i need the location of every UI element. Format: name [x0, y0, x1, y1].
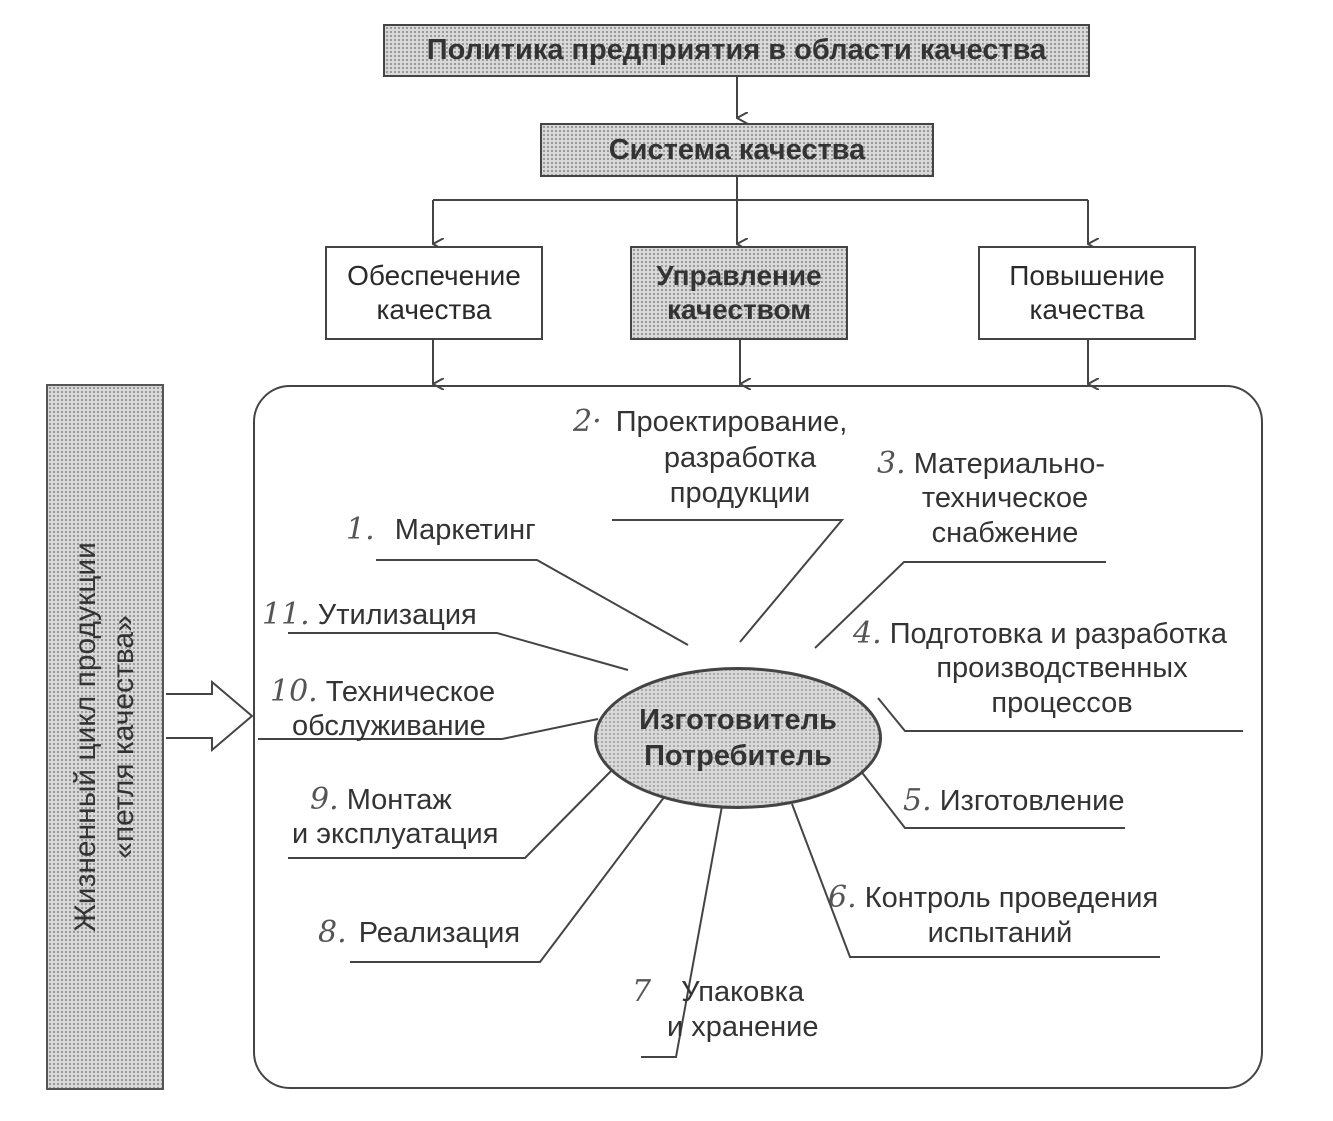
- stage-testing: 6. Контроль проведения: [828, 880, 1158, 916]
- stage-label: Маркетинг: [394, 514, 536, 546]
- stage-procurement: 3. Материально-: [877, 446, 1105, 482]
- stage-design-cont: разработка продукции: [640, 441, 840, 511]
- stage-label-line-2: производственных: [936, 652, 1188, 684]
- stage-process-preparation-cont: производственных процессов: [912, 651, 1212, 721]
- stage-number: 7: [632, 974, 652, 1009]
- stage-number: 1.: [346, 512, 375, 547]
- quality-policy-box: Политика предприятия в области качества: [383, 24, 1090, 77]
- stage-label-line-2: разработка: [663, 442, 817, 474]
- stage-sales: 8. Реализация: [318, 915, 520, 951]
- stage-label-line-1: Подготовка и разработка: [889, 618, 1227, 650]
- quality-management-line-2: качеством: [667, 294, 811, 325]
- stage-label-line-1: Материально-: [913, 448, 1106, 480]
- center-line-2: Потребитель: [644, 740, 832, 772]
- stage-number: 5.: [903, 783, 932, 818]
- quality-improvement-box: Повышение качества: [978, 246, 1196, 340]
- stage-number: 10.: [270, 674, 318, 709]
- product-lifecycle-line-1: Жизненный цикл продукции: [69, 542, 102, 932]
- stage-label-line-3: продукции: [669, 477, 811, 509]
- stage-manufacturing: 5. Изготовление: [903, 783, 1124, 819]
- stage-number: 4.: [853, 616, 882, 651]
- stage-installation: 9. Монтаж: [310, 782, 452, 818]
- product-lifecycle-label: Жизненный цикл продукции «петля качества…: [67, 542, 143, 932]
- stage-label-line-1: Контроль проведения: [864, 882, 1159, 914]
- stage-marketing: 1. Маркетинг: [346, 512, 536, 548]
- stage-number: 6.: [828, 880, 857, 915]
- stage-procurement-cont: техническое снабжение: [905, 481, 1105, 551]
- stage-label-line-1: Техническое: [325, 676, 496, 708]
- stage-label-line-2: и хранение: [667, 1011, 819, 1043]
- quality-assurance-line-1: Обеспечение: [347, 260, 521, 291]
- quality-system-label: Система качества: [608, 133, 866, 166]
- stage-packaging-cont: и хранение: [667, 1010, 819, 1045]
- stage-label: Утилизация: [317, 599, 477, 631]
- stage-process-preparation: 4. Подготовка и разработка: [853, 616, 1227, 652]
- stage-label-line-2: и эксплуатация: [292, 818, 499, 850]
- quality-policy-label: Политика предприятия в области качества: [426, 34, 1047, 66]
- product-lifecycle-box: Жизненный цикл продукции «петля качества…: [46, 384, 164, 1090]
- manufacturer-consumer-label: Изготовитель Потребитель: [596, 668, 880, 808]
- quality-management-line-1: Управление: [656, 260, 822, 291]
- stage-label: Реализация: [358, 917, 521, 949]
- quality-management-box: Управление качеством: [630, 246, 848, 340]
- stage-testing-cont: испытаний: [900, 916, 1100, 951]
- stage-label-line-3: снабжение: [931, 517, 1079, 549]
- quality-improvement-line-2: качества: [1029, 294, 1145, 325]
- product-lifecycle-line-2: «петля качества»: [107, 615, 140, 859]
- stage-disposal: 11. Утилизация: [262, 597, 477, 633]
- quality-assurance-box: Обеспечение качества: [325, 246, 543, 340]
- stage-label: Изготовление: [939, 785, 1125, 817]
- stage-label-line-2: обслуживание: [292, 710, 486, 742]
- stage-number: 2·: [573, 404, 602, 439]
- stage-label-line-1: Монтаж: [346, 784, 452, 816]
- center-line-1: Изготовитель: [639, 704, 837, 736]
- stage-design: 2· Проектирование,: [573, 404, 847, 440]
- quality-improvement-line-1: Повышение: [1009, 260, 1165, 291]
- stage-installation-cont: и эксплуатация: [292, 817, 498, 852]
- stage-label-line-2: техническое: [921, 482, 1089, 514]
- stage-label-line-2: испытаний: [927, 917, 1073, 949]
- stage-label-line-3: процессов: [991, 687, 1133, 719]
- stage-maintenance-cont: обслуживание: [292, 709, 486, 744]
- stage-label-line-1: Упаковка: [681, 976, 805, 1008]
- stage-number: 8.: [318, 915, 347, 950]
- stage-packaging: 7 Упаковка: [632, 974, 804, 1010]
- stage-number: 9.: [310, 782, 339, 817]
- stage-number: 3.: [877, 446, 906, 481]
- quality-assurance-line-2: качества: [376, 294, 492, 325]
- stage-label-line-1: Проектирование,: [615, 406, 848, 438]
- stage-number: 11.: [262, 597, 310, 632]
- stage-maintenance: 10. Техническое: [270, 674, 495, 710]
- quality-system-box: Система качества: [540, 123, 934, 177]
